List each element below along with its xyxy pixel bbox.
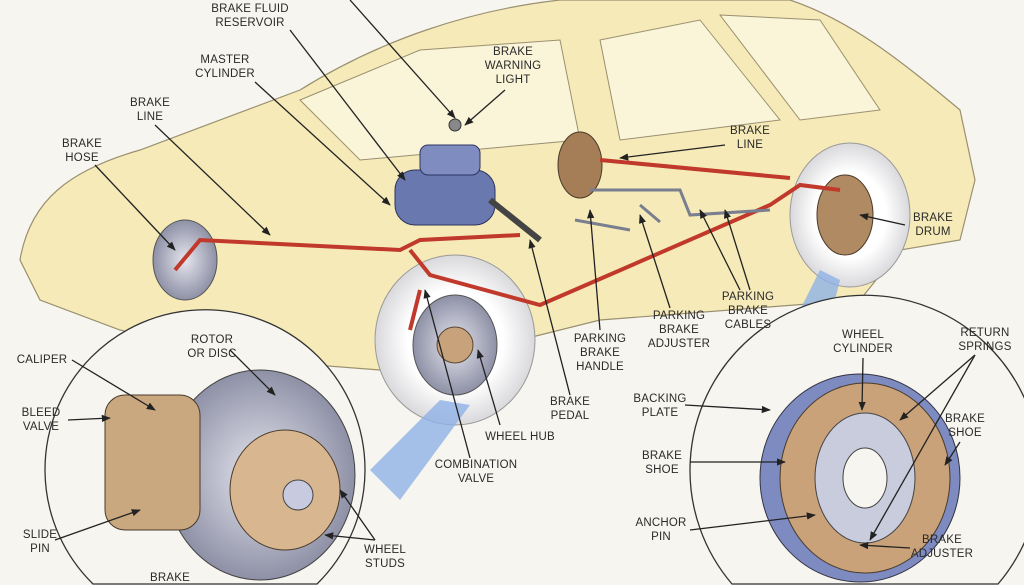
brake-pedal-lever bbox=[488, 197, 542, 243]
label-line: LINE bbox=[136, 111, 164, 123]
label-line: WARNING bbox=[484, 60, 542, 72]
leader-lines bbox=[54, 0, 976, 550]
label-line: BRAKE bbox=[922, 534, 962, 546]
label-caliper: CALIPER bbox=[17, 353, 68, 367]
label-line: DRUM bbox=[915, 226, 951, 238]
label-line: WHEEL HUB bbox=[485, 431, 555, 443]
drum-center-hole bbox=[842, 447, 888, 509]
label-line: PARKING bbox=[652, 310, 706, 322]
caliper-detail bbox=[104, 394, 201, 531]
label-line: PIN bbox=[651, 531, 671, 543]
label-line: BACKING bbox=[633, 393, 687, 405]
rear-drum bbox=[816, 174, 874, 256]
label-line: SHOE bbox=[645, 464, 679, 476]
label-line: ANCHOR bbox=[635, 517, 687, 529]
label-line: SHOE bbox=[948, 427, 982, 439]
label-line: WHEEL bbox=[842, 329, 884, 341]
brake-line bbox=[173, 158, 841, 331]
label-wheel-cylinder: WHEEL CYLINDER bbox=[833, 328, 893, 356]
label-line: STUDS bbox=[365, 558, 405, 570]
label-bleed-valve: BLEED VALVE bbox=[22, 406, 61, 434]
car-windows bbox=[299, 14, 881, 161]
label-line: PEDAL bbox=[550, 410, 590, 422]
label-parking-brake-adjuster: PARKING BRAKE ADJUSTER bbox=[648, 309, 710, 351]
label-line: BRAKE bbox=[642, 450, 682, 462]
label-return-springs: RETURN SPRINGS bbox=[958, 326, 1011, 354]
label-line: ROTOR bbox=[190, 334, 234, 346]
label-line: BRAKE bbox=[150, 572, 190, 584]
label-master-cylinder: MASTER CYLINDER bbox=[195, 53, 255, 81]
master-cylinder bbox=[394, 169, 496, 226]
label-line: HOSE bbox=[65, 152, 99, 164]
label-brake-shoe-left: BRAKE SHOE bbox=[642, 449, 682, 477]
label-line: LIGHT bbox=[495, 74, 531, 86]
front-hub bbox=[436, 326, 474, 364]
warning-light bbox=[448, 118, 462, 132]
label-wheel-hub: WHEEL HUB bbox=[485, 430, 555, 444]
label-line: BRAKE bbox=[62, 138, 102, 150]
label-line: RESERVOIR bbox=[215, 17, 285, 29]
label-line: BRAKE bbox=[550, 396, 590, 408]
label-line: BRAKE bbox=[945, 413, 985, 425]
label-brake-warning-light: BRAKE WARNING LIGHT bbox=[485, 45, 542, 87]
label-brake-line-left: BRAKE LINE bbox=[130, 96, 170, 124]
label-brake-pedal: BRAKE PEDAL bbox=[550, 395, 590, 423]
fluid-reservoir bbox=[419, 144, 481, 176]
label-line: PLATE bbox=[641, 407, 679, 419]
label-line: BLEED bbox=[21, 407, 61, 419]
label-line: WHEEL bbox=[364, 544, 406, 556]
label-line: BRAKE bbox=[728, 305, 768, 317]
label-line: ADJUSTER bbox=[647, 338, 711, 350]
label-line: BRAKE bbox=[493, 46, 533, 58]
label-line: OR DISC bbox=[187, 348, 237, 360]
label-line: LINE bbox=[736, 139, 764, 151]
label-brake-shoe-right: BRAKE SHOE bbox=[945, 412, 985, 440]
label-line: BRAKE bbox=[659, 324, 699, 336]
label-brake-hose: BRAKE HOSE bbox=[62, 137, 102, 165]
label-line: BRAKE bbox=[580, 347, 620, 359]
label-line: ADJUSTER bbox=[910, 548, 974, 560]
label-line: SLIDE bbox=[22, 529, 58, 541]
label-combination-valve: COMBINATION VALVE bbox=[435, 458, 518, 486]
label-line: SPRINGS bbox=[958, 341, 1012, 353]
label-parking-brake-handle: PARKING BRAKE HANDLE bbox=[574, 332, 626, 374]
callout-blue-front bbox=[370, 400, 470, 500]
label-line: PARKING bbox=[721, 291, 775, 303]
spindle-detail bbox=[282, 479, 314, 511]
label-line: PIN bbox=[30, 543, 50, 555]
label-line: BRAKE FLUID bbox=[211, 3, 289, 15]
label-wheel-studs: WHEEL STUDS bbox=[364, 543, 406, 571]
label-brake-drum: BRAKE DRUM bbox=[913, 211, 953, 239]
label-brake-line-right: BRAKE LINE bbox=[730, 124, 770, 152]
label-parking-brake-cables: PARKING BRAKE CABLES bbox=[722, 290, 774, 332]
label-line: VALVE bbox=[22, 421, 60, 433]
label-anchor-pin: ANCHOR PIN bbox=[635, 516, 686, 544]
label-brake-adjuster: BRAKE ADJUSTER bbox=[911, 533, 973, 561]
label-brake-pad-cut: BRAKE bbox=[150, 571, 190, 585]
label-brake-fluid-reservoir: BRAKE FLUID RESERVOIR bbox=[211, 2, 289, 30]
label-line: RETURN bbox=[960, 327, 1010, 339]
label-line: CYLINDER bbox=[833, 343, 893, 355]
label-line: BRAKE bbox=[730, 125, 770, 137]
label-line: PARKING bbox=[573, 333, 627, 345]
label-line: BRAKE bbox=[913, 212, 953, 224]
label-backing-plate: BACKING PLATE bbox=[633, 392, 686, 420]
label-line: BRAKE bbox=[130, 97, 170, 109]
label-rotor-or-disc: ROTOR OR DISC bbox=[187, 333, 236, 361]
label-line: CYLINDER bbox=[195, 68, 255, 80]
label-line: CALIPER bbox=[16, 354, 68, 366]
rear-left-drum bbox=[557, 131, 603, 199]
label-line: COMBINATION bbox=[434, 459, 518, 471]
label-line: HANDLE bbox=[576, 361, 624, 373]
label-line: VALVE bbox=[457, 473, 495, 485]
label-line: MASTER bbox=[200, 54, 250, 66]
label-slide-pin: SLIDE PIN bbox=[23, 528, 57, 556]
label-line: CABLES bbox=[724, 319, 772, 331]
